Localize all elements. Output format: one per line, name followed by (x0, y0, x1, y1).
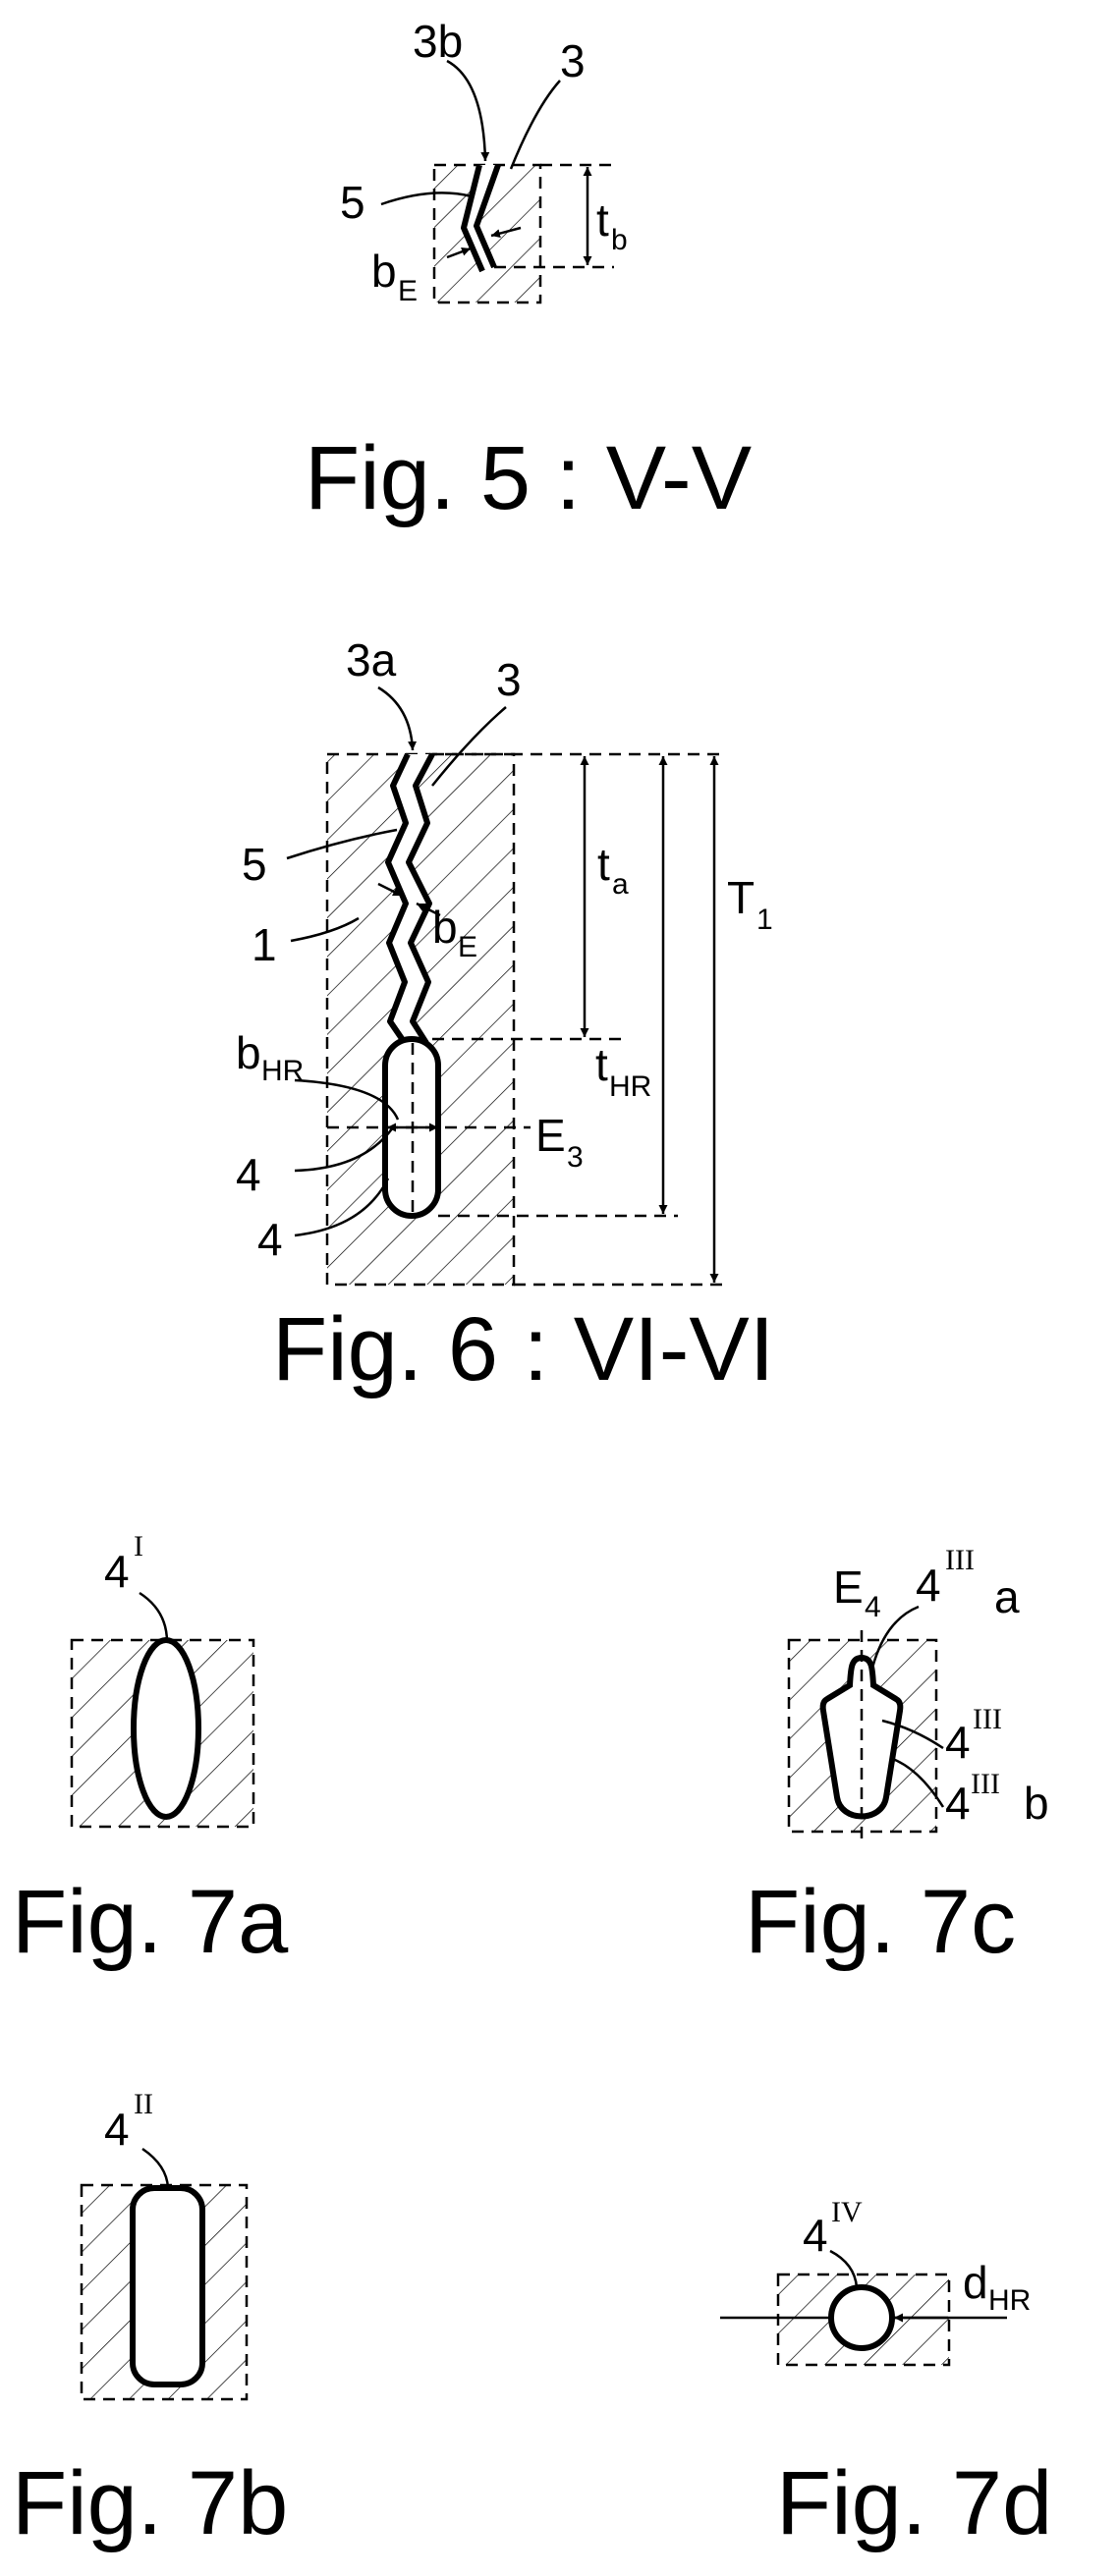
fig5-caption: Fig. 5 : V-V (305, 428, 752, 528)
fig6-leader-3a (378, 687, 413, 750)
figure-5: 3b 3 5 b E t b Fig. 5 : V-V (305, 16, 752, 528)
fig7b-leader (142, 2149, 168, 2188)
figure-7a: 4 I Fig. 7a (12, 1530, 289, 1972)
fig5-label-3: 3 (560, 35, 586, 86)
fig7a-elliptical-hole (134, 1640, 198, 1817)
fig6-label-t-hr-sub: HR (609, 1070, 651, 1103)
fig6-label-T: T (727, 872, 755, 923)
fig6-label-a: a (612, 868, 629, 901)
fig7b-label-4: 4 (104, 2104, 130, 2155)
fig7c-label-b: b (1024, 1778, 1049, 1829)
fig6-label-t: t (597, 839, 610, 890)
fig6-label-4-lower: 4 (257, 1214, 283, 1265)
fig6-label-b-hr: b (236, 1027, 261, 1078)
fig7d-label-d-sub: HR (988, 2284, 1031, 2317)
fig7c-label-E: E (833, 1562, 864, 1613)
fig5-label-3b: 3b (413, 16, 463, 67)
fig7a-leader (140, 1593, 167, 1642)
fig6-label-3: 3 (496, 654, 522, 705)
fig6-label-4-upper: 4 (236, 1149, 261, 1200)
fig7d-label-d: d (963, 2257, 988, 2308)
fig7c-caption: Fig. 7c (745, 1872, 1016, 1972)
fig6-label-5: 5 (242, 839, 267, 890)
fig5-label-E: E (398, 275, 418, 307)
fig7c-label-a: a (994, 1571, 1020, 1622)
fig5-label-b: b (371, 246, 397, 297)
fig6-caption: Fig. 6 : VI-VI (272, 1299, 774, 1399)
fig7d-label-sup: IV (831, 2196, 863, 2228)
fig7d-label-4: 4 (803, 2210, 828, 2261)
fig7c-label-E-sub: 4 (865, 1591, 881, 1623)
fig7a-label-sup: I (134, 1530, 143, 1562)
fig5-label-b-sub: b (611, 224, 628, 256)
fig7c-label-4-a-sup: III (945, 1544, 975, 1576)
fig7c-label-4iii-sup: III (973, 1703, 1002, 1735)
fig6-label-1: 1 (252, 919, 277, 970)
fig7c-label-4iii: 4 (945, 1717, 971, 1768)
fig5-label-5: 5 (340, 177, 365, 228)
figure-7b: 4 II Fig. 7b (12, 2088, 288, 2553)
figure-7c: E 4 4 III a 4 III 4 III b Fig. 7c (745, 1544, 1049, 1972)
fig6-label-b: b (432, 902, 458, 953)
fig5-leader-3b (447, 61, 485, 161)
fig6-label-3a: 3a (346, 634, 397, 685)
fig6-label-b-hr-sub: HR (261, 1055, 304, 1087)
fig6-label-T-sub: 1 (756, 904, 773, 936)
fig7c-label-4-b: 4 (945, 1778, 971, 1829)
fig7d-caption: Fig. 7d (776, 2453, 1052, 2553)
figure-6: 3a 3 5 1 b E t a T 1 b HR t HR E 3 4 4 F… (236, 634, 774, 1399)
fig7b-caption: Fig. 7b (12, 2453, 288, 2553)
fig6-label-t-hr: t (595, 1039, 608, 1090)
fig6-label-E3-sub: 3 (567, 1141, 584, 1174)
fig6-label-E: E (458, 931, 477, 963)
fig7d-circular-hole (831, 2287, 892, 2348)
figure-7d: 4 IV d HR Fig. 7d (720, 2196, 1052, 2553)
fig5-leader-3 (511, 81, 560, 169)
fig7a-caption: Fig. 7a (12, 1872, 289, 1972)
fig7b-label-sup: II (134, 2088, 153, 2120)
fig5-label-t: t (596, 194, 609, 246)
fig7c-label-4-a: 4 (916, 1560, 941, 1611)
fig6-label-E3: E (535, 1110, 566, 1161)
fig7b-rounded-slot (133, 2188, 202, 2384)
fig7a-label-4: 4 (104, 1546, 130, 1597)
fig7c-label-4-b-sup: III (971, 1768, 1000, 1800)
